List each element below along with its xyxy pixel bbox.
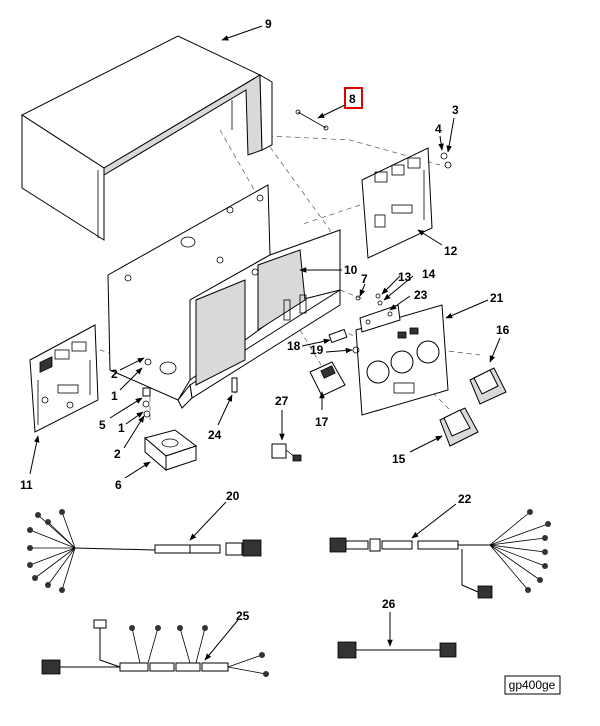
- callout-8[interactable]: 8: [349, 92, 356, 106]
- callout-24[interactable]: 24: [208, 428, 222, 442]
- callout-23[interactable]: 23: [414, 288, 428, 302]
- callout-14[interactable]: 14: [422, 267, 436, 281]
- hardware: [142, 109, 452, 418]
- meter-lower: [439, 407, 479, 447]
- plug-connector: [271, 443, 302, 462]
- callout-21[interactable]: 21: [490, 291, 504, 305]
- rotary-switch: [309, 361, 346, 397]
- meter-upper: [469, 367, 507, 405]
- callout-labels: 9 8 3 4 12 10 7 13 14 23 21 16 18 19 17 …: [20, 17, 510, 623]
- figure-id-label: gp400ge: [509, 678, 556, 692]
- callout-1b[interactable]: 1: [118, 421, 125, 435]
- chassis-frame: [107, 184, 341, 409]
- callout-20[interactable]: 20: [226, 489, 240, 503]
- callout-22[interactable]: 22: [458, 492, 472, 506]
- circuit-board-left: [29, 324, 99, 433]
- cable-harness-22: [329, 509, 551, 599]
- callout-27[interactable]: 27: [275, 394, 289, 408]
- mounting-bracket: [359, 304, 401, 333]
- callout-18[interactable]: 18: [287, 339, 301, 353]
- front-panel: [355, 304, 449, 416]
- callout-16[interactable]: 16: [496, 323, 510, 337]
- callout-1a[interactable]: 1: [111, 389, 118, 403]
- callout-6[interactable]: 6: [115, 478, 122, 492]
- callout-7[interactable]: 7: [361, 272, 368, 286]
- callout-11[interactable]: 11: [20, 478, 33, 492]
- callout-4[interactable]: 4: [435, 122, 442, 136]
- circuit-board-right: [361, 147, 433, 259]
- callout-19[interactable]: 19: [310, 343, 324, 357]
- callout-10[interactable]: 10: [344, 263, 358, 277]
- callout-12[interactable]: 12: [444, 244, 458, 258]
- cable-harness-26: [337, 641, 457, 659]
- cover-housing: [20, 35, 273, 241]
- cable-harness-25: [41, 619, 269, 677]
- highlight-box: [344, 87, 363, 109]
- callout-17[interactable]: 17: [315, 415, 329, 429]
- callout-3[interactable]: 3: [452, 103, 459, 117]
- callout-5[interactable]: 5: [99, 418, 106, 432]
- callout-26[interactable]: 26: [382, 597, 396, 611]
- cable-harness-20: [27, 509, 262, 593]
- callout-2b[interactable]: 2: [114, 447, 121, 461]
- callout-13[interactable]: 13: [398, 270, 412, 284]
- leader-lines: [29, 25, 501, 661]
- figure-id: gp400ge: [504, 675, 561, 695]
- callout-9[interactable]: 9: [265, 17, 272, 31]
- terminal-post: [328, 328, 360, 354]
- callout-15[interactable]: 15: [392, 452, 406, 466]
- callout-2a[interactable]: 2: [111, 367, 118, 381]
- callout-25[interactable]: 25: [236, 609, 250, 623]
- grommet-block: [143, 429, 198, 472]
